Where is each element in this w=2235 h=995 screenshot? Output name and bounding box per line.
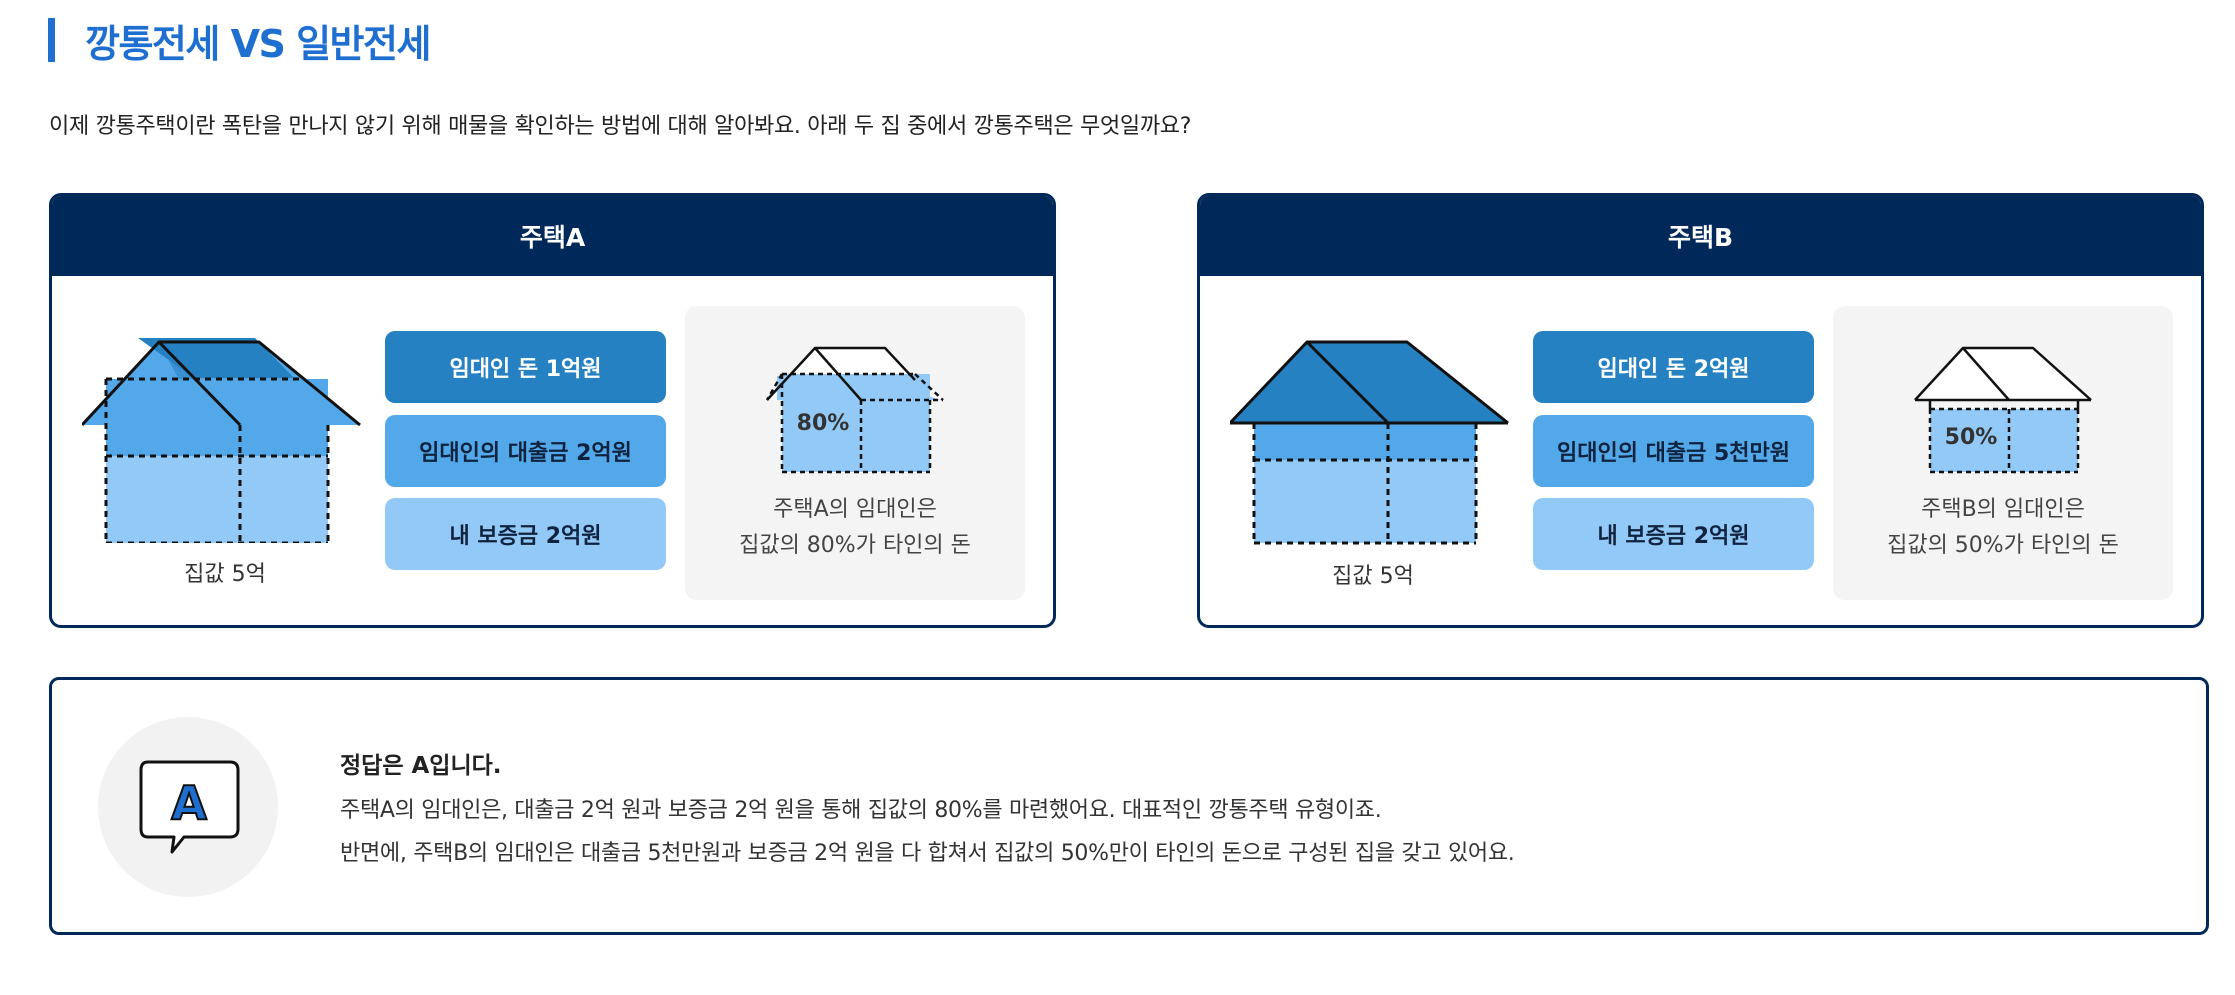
house-a-card-title: 주택A [52, 196, 1053, 276]
house-b-price-label: 집값 5억 [1332, 564, 1414, 589]
house-b-card: 주택B 집값 5억 임대인 돈 2억원 임대인의 대출금 5천만원 내 보증금 … [1197, 193, 2204, 628]
house-b-landlord-loan: 임대인의 대출금 5천만원 [1533, 415, 1814, 487]
house-a-summary-line1: 주택A의 임대인은 [773, 497, 937, 522]
house-a-my-deposit: 내 보증금 2억원 [385, 498, 666, 570]
answer-letter: A [171, 776, 207, 830]
house-a-ratio-label: 80% [797, 411, 850, 436]
house-b-card-title: 주택B [1200, 196, 2201, 276]
house-b-my-deposit: 내 보증금 2억원 [1533, 498, 1814, 570]
house-a-ratio-house-icon: 80% [765, 346, 944, 474]
house-a-illustration-icon [82, 338, 361, 543]
house-b-summary-line1: 주택B의 임대인은 [1921, 497, 2085, 522]
house-a-price-label: 집값 5억 [184, 562, 266, 587]
intro-text: 이제 깡통주택이란 폭탄을 만나지 않기 위해 매물을 확인하는 방법에 대해 … [49, 114, 1192, 139]
house-a-landlord-loan: 임대인의 대출금 2억원 [385, 415, 666, 487]
house-b-ratio-panel: 50% 주택B의 임대인은 집값의 50%가 타인의 돈 [1833, 306, 2173, 600]
heading-title: 깡통전세 VS 일반전세 [85, 21, 431, 66]
house-b-illustration-icon [1230, 340, 1509, 545]
answer-title: 정답은 A입니다. [340, 753, 502, 779]
house-a-ratio-panel: 80% 주택A의 임대인은 집값의 80%가 타인의 돈 [685, 306, 1025, 600]
answer-line-2: 반면에, 주택B의 임대인은 대출금 5천만원과 보증금 2억 원을 다 합쳐서… [340, 841, 1515, 866]
house-b-ratio-summary: 주택B의 임대인은 집값의 50%가 타인의 돈 [1833, 492, 2173, 564]
house-a-ratio-summary: 주택A의 임대인은 집값의 80%가 타인의 돈 [685, 492, 1025, 564]
answer-line-1: 주택A의 임대인은, 대출금 2억 원과 보증금 2억 원을 통해 집값의 80… [340, 798, 1382, 823]
house-b-summary-line2: 집값의 50%가 타인의 돈 [1887, 533, 2119, 558]
answer-box: A 정답은 A입니다. 주택A의 임대인은, 대출금 2억 원과 보증금 2억 … [49, 677, 2209, 935]
heading-accent-bar [48, 18, 55, 62]
house-a-summary-line2: 집값의 80%가 타인의 돈 [739, 533, 971, 558]
house-b-landlord-money: 임대인 돈 2억원 [1533, 331, 1814, 403]
speech-bubble-icon: A [139, 760, 240, 854]
house-b-ratio-house-icon: 50% [1914, 346, 2092, 474]
answer-badge: A [98, 717, 278, 897]
house-b-ratio-label: 50% [1945, 425, 1998, 450]
section-heading: 깡통전세 VS 일반전세 [48, 18, 431, 66]
house-a-card: 주택A 집값 5억 임대인 돈 1억원 임대인의 대출금 2억원 내 보증금 2… [49, 193, 1056, 628]
house-a-landlord-money: 임대인 돈 1억원 [385, 331, 666, 403]
